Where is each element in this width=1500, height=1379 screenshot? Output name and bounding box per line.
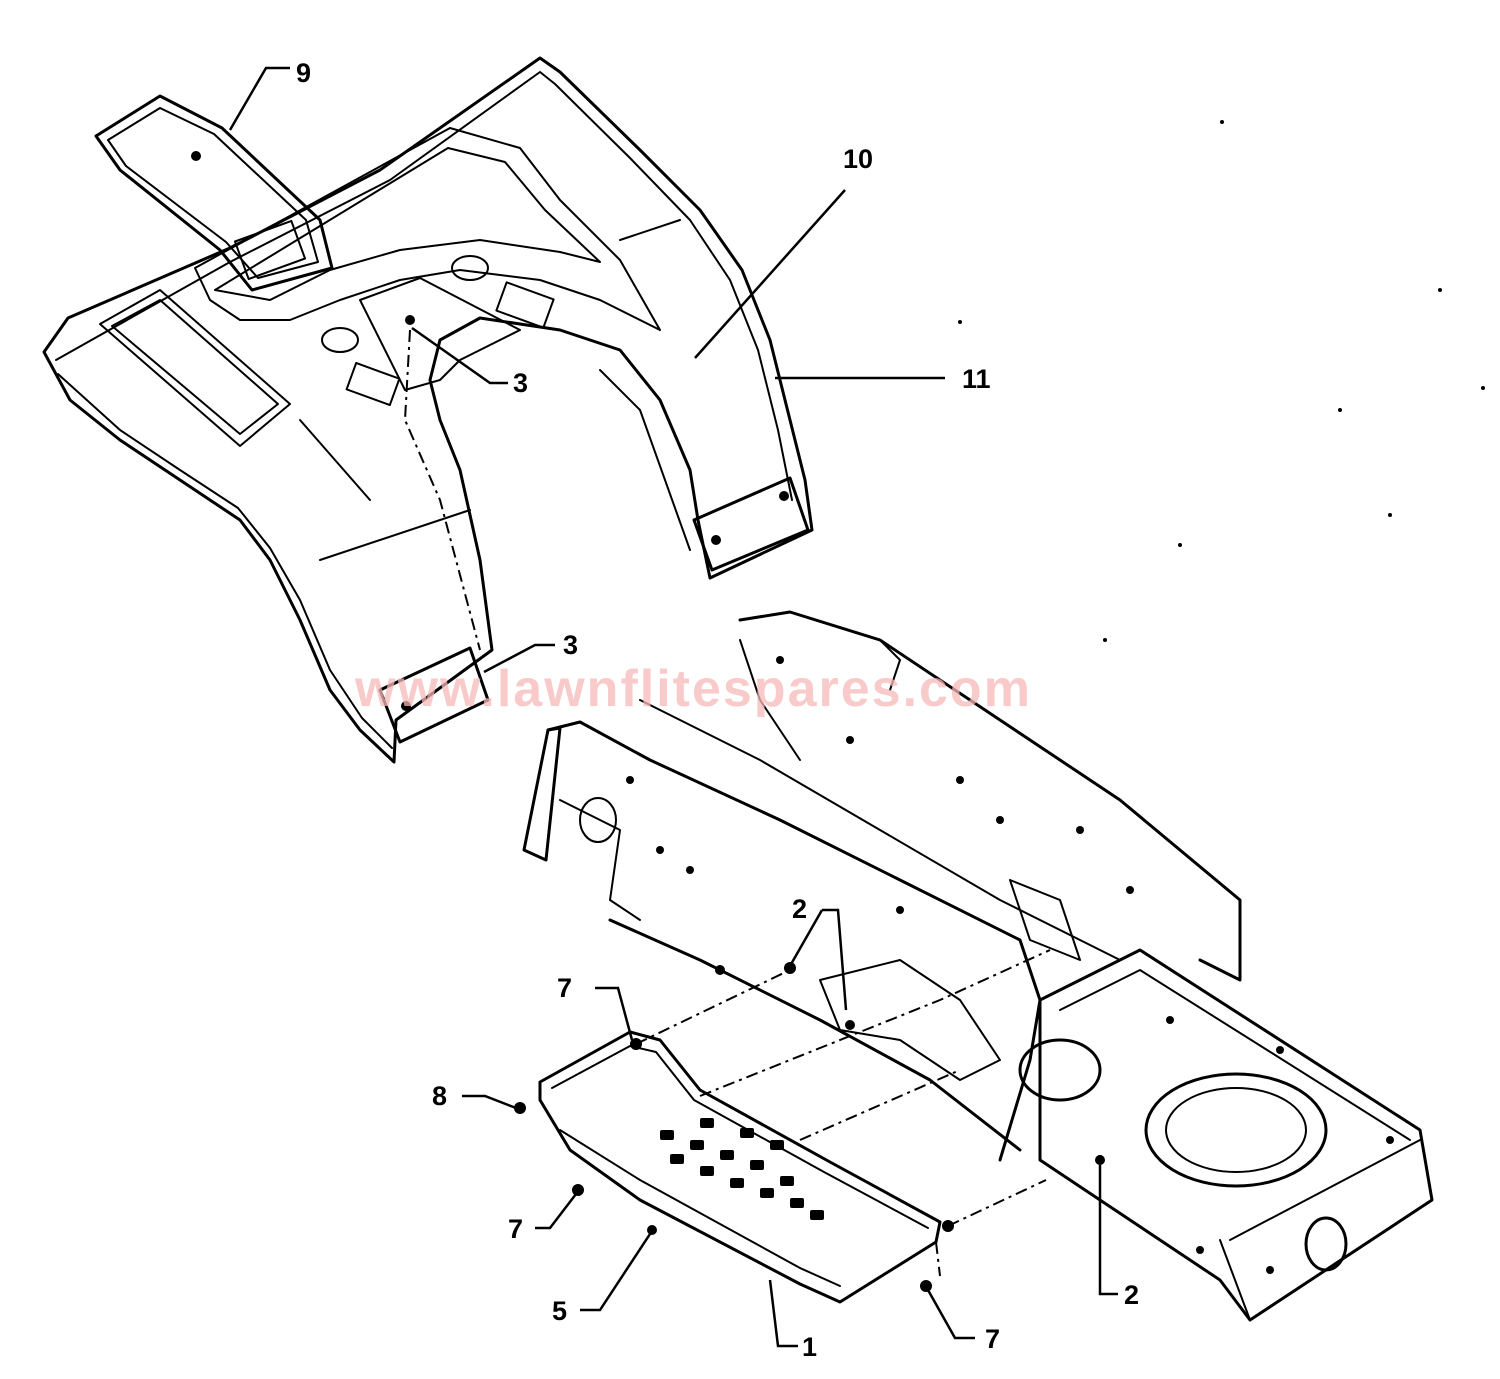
left-side-panel-inner bbox=[111, 299, 279, 435]
main-frame bbox=[522, 610, 1434, 1322]
callout-9: 9 bbox=[296, 58, 311, 88]
round-port bbox=[1304, 1216, 1348, 1272]
callout-1: 1 bbox=[802, 1332, 817, 1362]
fender-hole-1 bbox=[321, 327, 359, 353]
nut-7-left bbox=[572, 1184, 584, 1196]
fender-outline bbox=[42, 56, 814, 764]
frame-lower-edge bbox=[608, 918, 1022, 1152]
callout-10: 10 bbox=[843, 144, 873, 174]
callout-5: 5 bbox=[552, 1296, 567, 1326]
callout-7-upper: 7 bbox=[557, 973, 572, 1003]
callout-8: 8 bbox=[432, 1081, 447, 1111]
seat-recess-inner bbox=[214, 147, 601, 301]
lever-slot-front bbox=[359, 277, 521, 391]
assembly-lines bbox=[403, 329, 1051, 1277]
seat-plate-outline bbox=[94, 94, 334, 292]
screw-5 bbox=[647, 1225, 657, 1235]
rear-fender-assembly bbox=[42, 56, 814, 764]
callout-2-lower: 2 bbox=[1124, 1280, 1139, 1310]
callout-3-upper: 3 bbox=[513, 368, 528, 398]
foot-plate bbox=[538, 1030, 954, 1304]
callout-labels: 9 10 11 3 3 2 7 8 7 5 1 7 2 bbox=[296, 58, 1139, 1362]
frame-left-upright bbox=[522, 726, 562, 862]
rear-bracket-right bbox=[692, 476, 810, 572]
seat-plate bbox=[94, 94, 334, 292]
callout-11: 11 bbox=[962, 364, 991, 394]
foot-plate-outline bbox=[538, 1030, 942, 1304]
scan-specks bbox=[958, 120, 1485, 642]
lever-slot-small-2 bbox=[345, 361, 401, 407]
tread-pattern bbox=[660, 1118, 824, 1220]
transmission-opening bbox=[1144, 1072, 1328, 1188]
watermark-text: www.lawnflitespares.com bbox=[354, 660, 1032, 718]
bolt-8 bbox=[514, 1102, 526, 1114]
bolt-3-upper bbox=[405, 315, 415, 325]
callout-7-left: 7 bbox=[508, 1214, 523, 1244]
nut-2-upper bbox=[784, 962, 796, 974]
leader-lines bbox=[228, 66, 1118, 1348]
nut-7-bottom bbox=[920, 1280, 932, 1292]
rear-bracket-left bbox=[378, 646, 490, 744]
callout-3-lower: 3 bbox=[563, 630, 578, 660]
fender-rim-lower bbox=[57, 373, 393, 749]
fender-rim bbox=[55, 71, 793, 501]
side-hole bbox=[579, 797, 617, 843]
callout-2-upper: 2 bbox=[792, 894, 807, 924]
lever-slot-small bbox=[495, 281, 555, 329]
pedal-pivot bbox=[1018, 1038, 1102, 1102]
frame-holes bbox=[626, 656, 1394, 1274]
fender-hole-2 bbox=[451, 255, 489, 281]
frame-top-rail bbox=[738, 610, 1242, 982]
left-side-panel bbox=[99, 289, 291, 447]
frame-side-panel bbox=[546, 720, 1042, 1162]
seat-recess bbox=[194, 127, 661, 331]
callout-7-bottom: 7 bbox=[985, 1324, 1000, 1354]
